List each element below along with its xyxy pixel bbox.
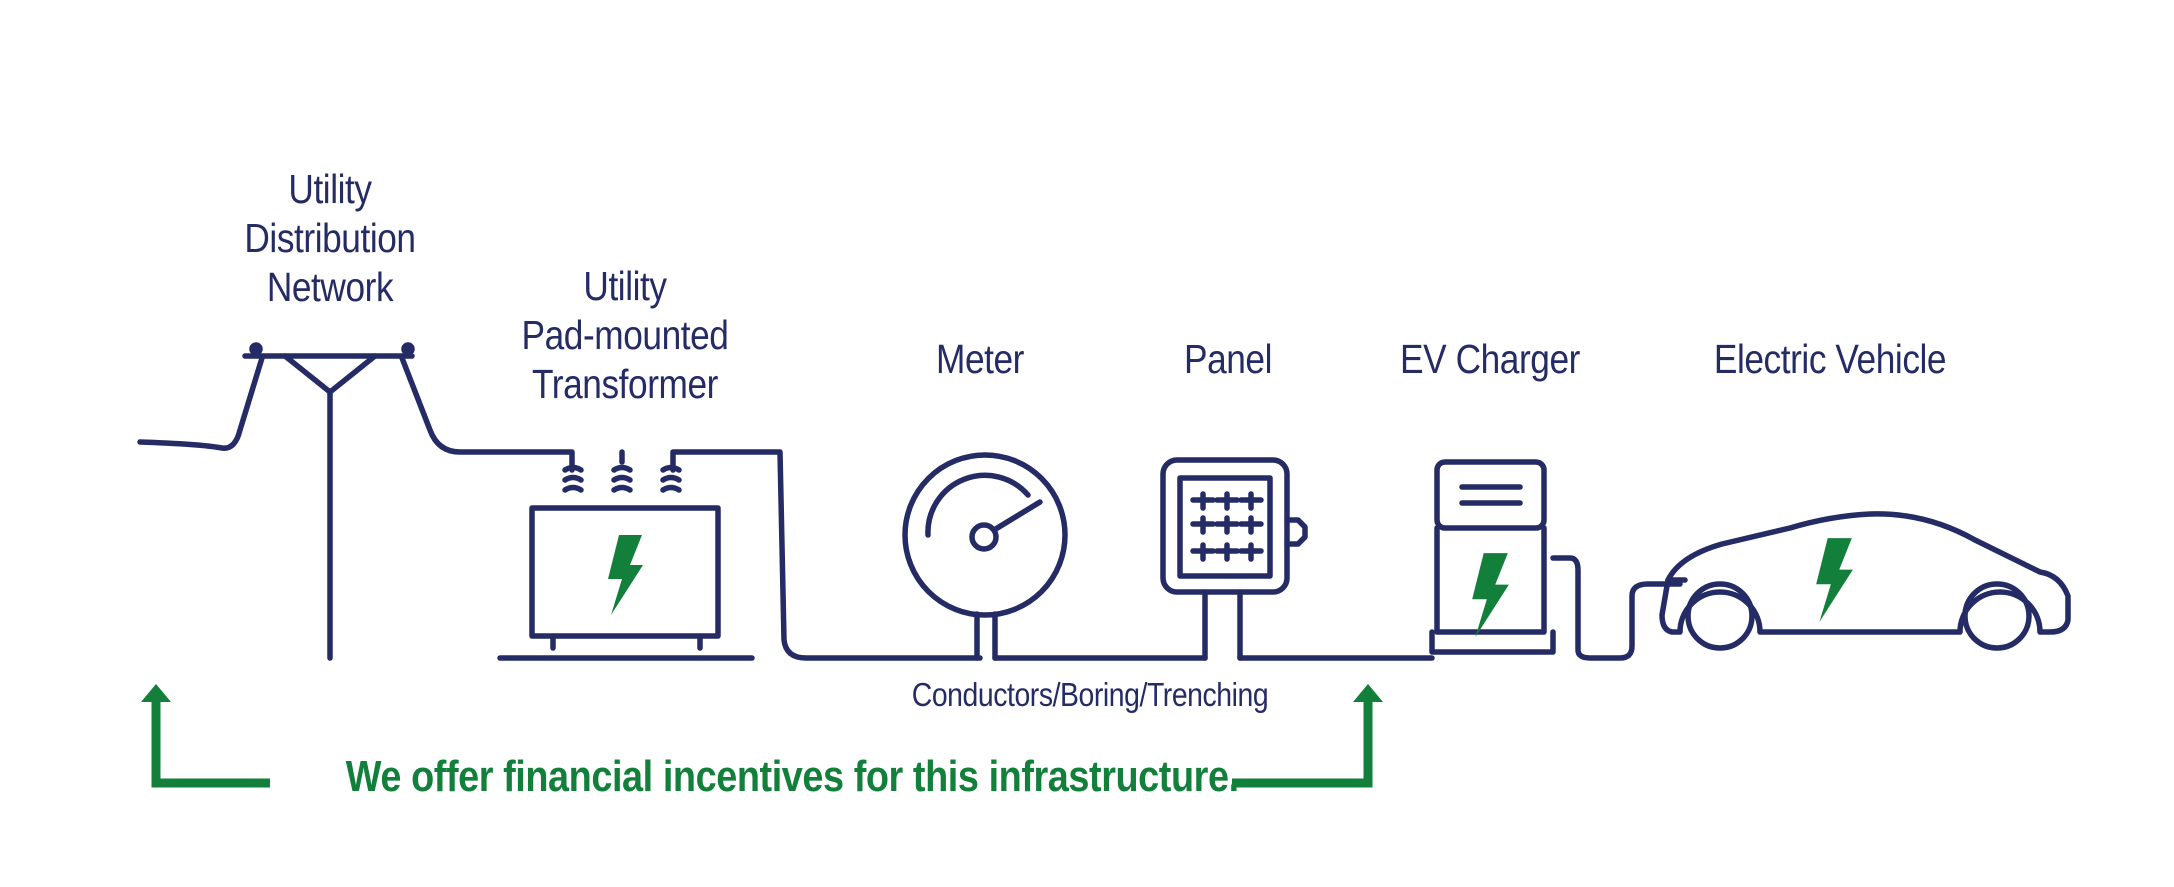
lightning-bolt-icon [608, 535, 643, 615]
panel-icon [1160, 457, 1435, 661]
incentives-message: We offer financial incentives for this i… [345, 752, 1239, 801]
incentive-bracket-right [1232, 700, 1373, 788]
label-electric-vehicle: Electric Vehicle [1713, 336, 1947, 382]
label-meter: Meter [936, 336, 1024, 382]
arrow-up-icon [1353, 684, 1383, 702]
utility-pole-icon [137, 342, 575, 661]
incentive-bracket-left [151, 700, 270, 788]
electric-vehicle-icon [1659, 511, 2071, 651]
pole-to-transformer-line [399, 355, 575, 473]
transformer-output-line [670, 449, 983, 661]
label-panel: Panel [1183, 336, 1273, 382]
lightning-bolt-icon [1816, 538, 1853, 623]
charger-cable [1550, 555, 1683, 661]
incoming-line [137, 355, 265, 451]
label-utility-distribution-network: Utility Distribution Network [244, 166, 416, 310]
meter-icon [902, 452, 1208, 661]
label-ev-charger: EV Charger [1400, 336, 1580, 382]
transformer-icon [497, 449, 983, 661]
arrow-up-icon [141, 684, 171, 702]
label-utility-pad-mounted-transformer: Utility Pad-mounted Transformer [521, 263, 729, 407]
label-conductors-boring-trenching: Conductors/Boring/Trenching [911, 676, 1269, 713]
lightning-bolt-icon [1472, 553, 1509, 638]
ev-charger-icon [1429, 459, 1683, 661]
